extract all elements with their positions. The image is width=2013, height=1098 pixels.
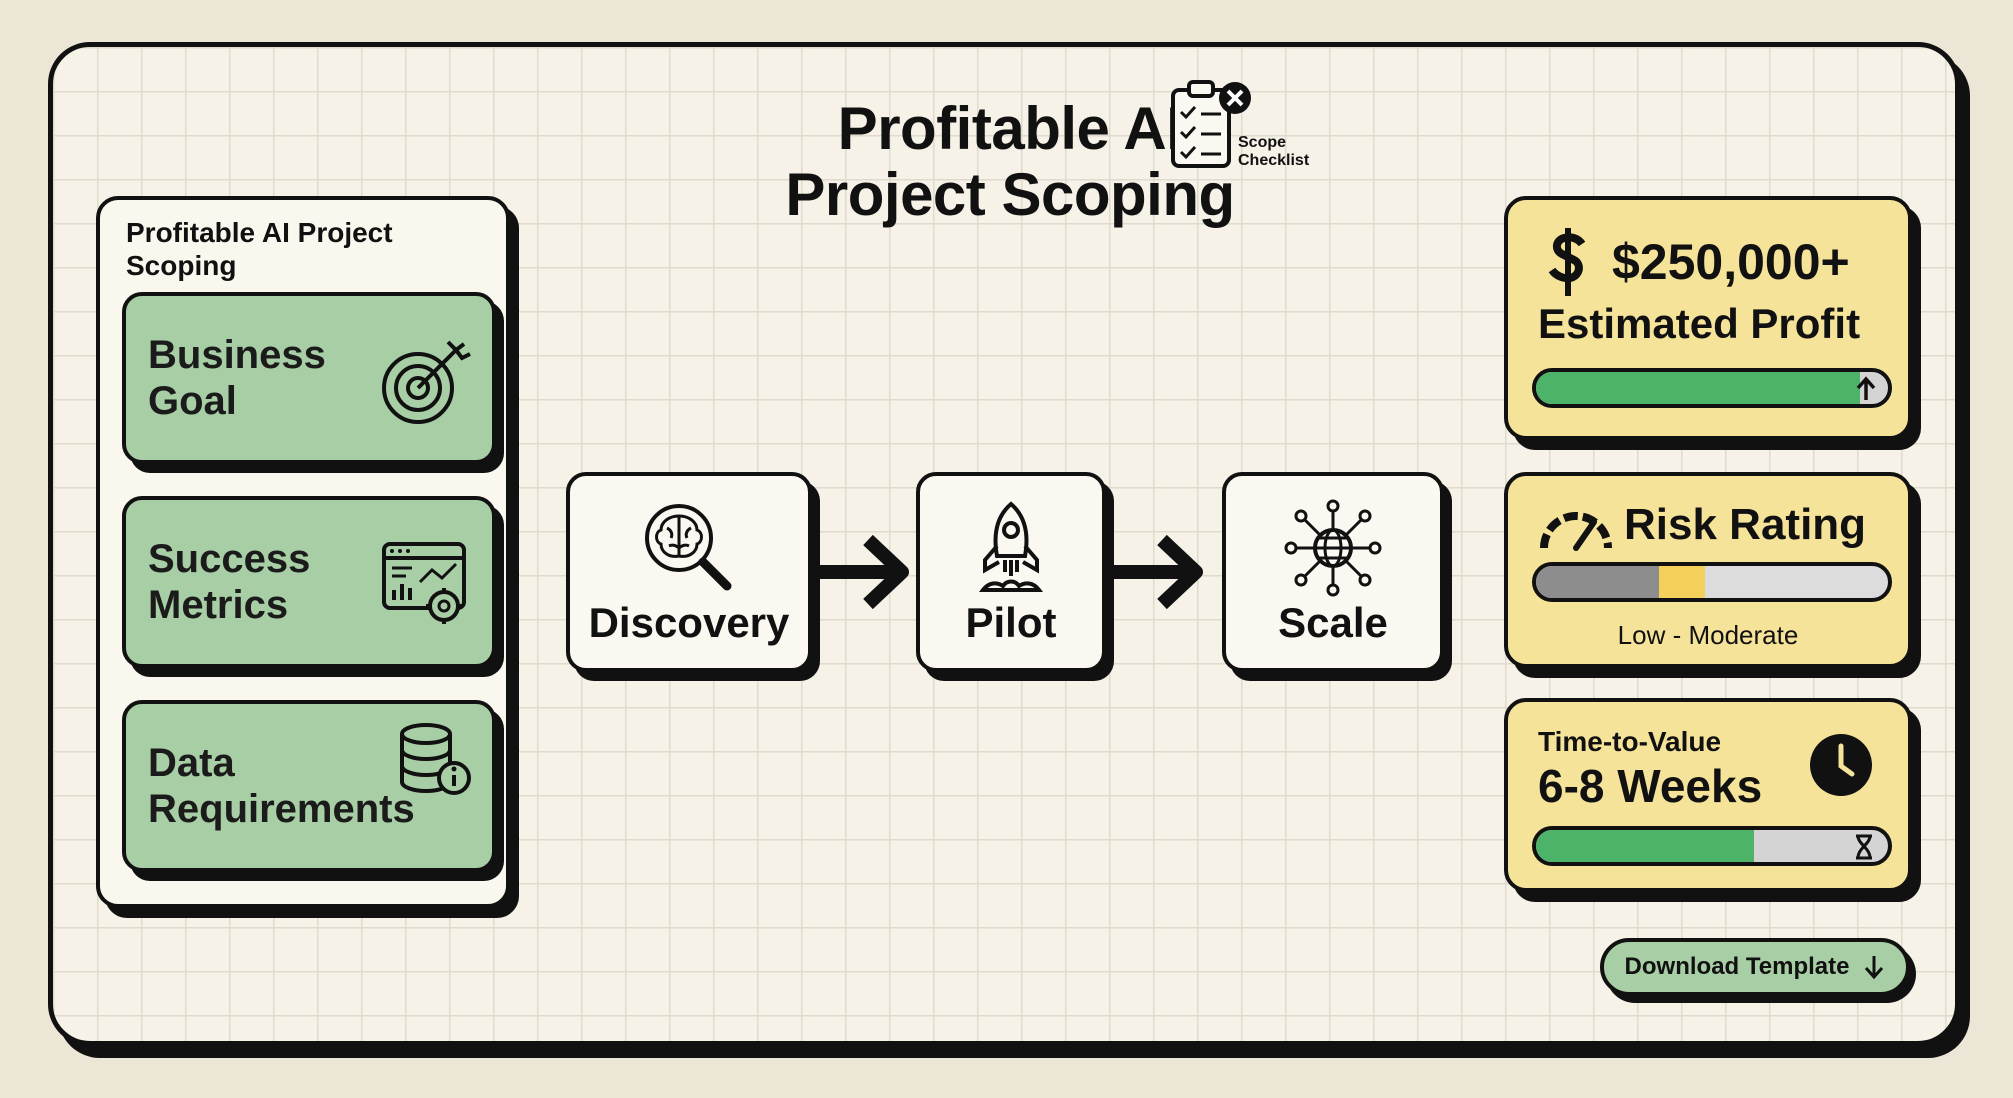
brain-magnifier-icon	[645, 504, 732, 591]
step-discovery[interactable]: Discovery	[566, 472, 812, 672]
ttv-value: 6-8 Weeks	[1538, 760, 1763, 812]
step-scale[interactable]: Scale	[1222, 472, 1444, 672]
download-template-button[interactable]: Download Template	[1600, 938, 1910, 996]
step-label: Discovery	[588, 599, 790, 646]
gauge-icon	[1540, 512, 1612, 551]
profit-progress-fill	[1536, 372, 1860, 404]
card-success-metrics[interactable]: Success Metrics	[122, 496, 496, 668]
profit-card: $250,000+ Estimated Profit	[1504, 196, 1912, 440]
target-arrow-icon	[382, 340, 471, 424]
risk-title: Risk Rating	[1624, 500, 1867, 549]
step-pilot[interactable]: Pilot	[916, 472, 1106, 672]
profit-value: $250,000+	[1612, 234, 1850, 290]
rocket-icon	[978, 501, 1044, 592]
arrow-right-icon	[1114, 534, 1203, 610]
profit-label: Estimated Profit	[1538, 300, 1861, 347]
download-label: Download Template	[1624, 953, 1850, 980]
page-title: Profitable AI Project Scoping	[785, 95, 1235, 228]
step-label: Scale	[1278, 599, 1388, 646]
card-label: Data Requirements	[148, 741, 415, 831]
card-label: Success Metrics	[148, 537, 311, 627]
risk-card: Risk Rating Low - Moderate	[1504, 472, 1912, 668]
risk-low-segment	[1536, 566, 1660, 598]
arrow-down-icon	[1865, 956, 1884, 980]
hourglass-icon	[1856, 834, 1872, 860]
database-info-icon	[400, 723, 471, 795]
scoping-panel: Profitable AI Project Scoping Business G…	[96, 196, 510, 908]
ttv-progress-bar	[1532, 826, 1892, 866]
card-business-goal[interactable]: Business Goal	[122, 292, 496, 464]
checklist-label: Scope Checklist	[1238, 134, 1310, 169]
arrow-right-icon	[820, 534, 909, 610]
ttv-progress-fill	[1536, 830, 1755, 862]
ttv-label: Time-to-Value	[1538, 726, 1722, 757]
header: Profitable AI Project Scoping Scope Chec…	[720, 78, 1360, 258]
clipboard-checklist-icon	[1171, 80, 1251, 168]
time-to-value-card: Time-to-Value 6-8 Weeks	[1504, 698, 1912, 892]
dollar-icon	[1548, 228, 1586, 296]
profit-progress-bar	[1532, 368, 1892, 408]
card-data-requirements[interactable]: Data Requirements	[122, 700, 496, 872]
arrow-up-icon	[1856, 376, 1876, 400]
risk-level-bar	[1532, 562, 1892, 602]
clock-icon	[1810, 734, 1872, 796]
globe-network-icon	[1284, 499, 1382, 597]
risk-range: Low - Moderate	[1617, 620, 1799, 650]
risk-level-marker	[1659, 566, 1705, 598]
card-label: Business Goal	[148, 333, 326, 423]
panel-title: Profitable AI Project Scoping	[126, 217, 393, 281]
dashboard-gear-icon	[382, 542, 466, 624]
step-label: Pilot	[965, 599, 1057, 646]
